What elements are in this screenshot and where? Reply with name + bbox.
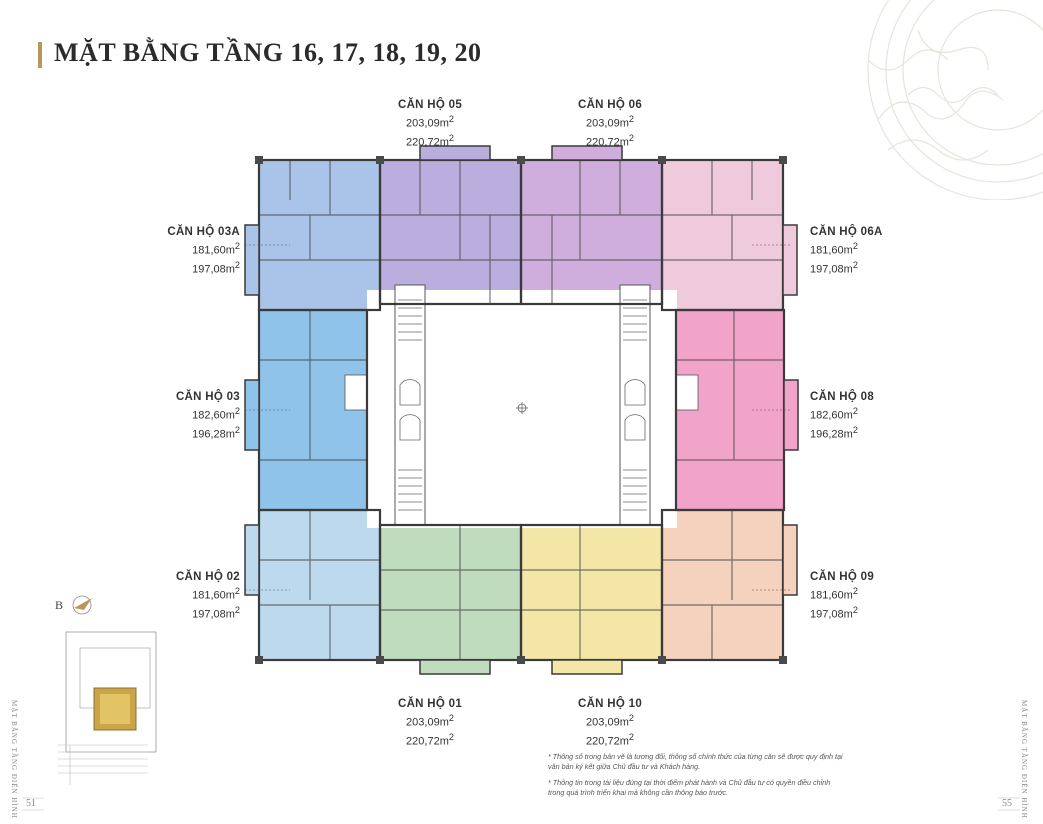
key-plan	[58, 631, 157, 785]
title-accent-bar	[38, 42, 42, 68]
unit-06-area2: 220,72m2	[586, 132, 634, 149]
unit-06A-name: CĂN HỘ 06A	[810, 226, 883, 238]
unit-02-area1: 181,60m2	[192, 586, 240, 602]
unit-10-label: CĂN HỘ 10 203,09m2 220,72m2	[570, 697, 650, 748]
unit-05-area1: 203,09m2	[406, 114, 454, 130]
unit-05-label: CĂN HỘ 05 203,09m2 220,72m2	[390, 98, 470, 149]
unit-06A-area2: 197,08m2	[810, 259, 858, 276]
compass-letter: B	[55, 598, 64, 612]
unit-10-area1: 203,09m2	[586, 713, 634, 729]
unit-06A-area1: 181,60m2	[810, 241, 858, 257]
unit-01-label: CĂN HỘ 01 203,09m2 220,72m2	[390, 697, 470, 748]
unit-08-label: CĂN HỘ 08 182,60m2 196,28m2	[810, 390, 910, 441]
unit-08-area1: 182,60m2	[810, 406, 858, 422]
unit-03-name: CĂN HỘ 03	[175, 391, 240, 403]
unit-02-area2: 197,08m2	[192, 604, 240, 621]
unit-09-label: CĂN HỘ 09 181,60m2 197,08m2	[810, 570, 910, 621]
page-number-left: 51	[26, 798, 36, 809]
unit-03-area2: 196,28m2	[192, 424, 240, 441]
unit-03-label: CĂN HỘ 03 182,60m2 196,28m2	[140, 390, 240, 441]
unit-09-area1: 181,60m2	[810, 586, 858, 602]
unit-06-name: CĂN HỘ 06	[577, 99, 643, 111]
side-text-left: MẶT BẰNG TẦNG ĐIỂN HÌNH	[10, 700, 18, 819]
unit-06A-label: CĂN HỘ 06A 181,60m2 197,08m2	[810, 225, 910, 276]
unit-01-area	[380, 525, 521, 660]
unit-10-area2: 220,72m2	[586, 731, 634, 748]
unit-01-area2: 220,72m2	[406, 731, 454, 748]
page-number-right: 55	[1002, 798, 1012, 809]
disclaimer-note-2: * Thông tin trong tài liệu đúng tại thời…	[548, 778, 831, 797]
compass-icon	[72, 595, 92, 615]
unit-03-area1: 182,60m2	[192, 406, 240, 422]
unit-10-name: CĂN HỘ 10	[577, 698, 643, 710]
unit-09-area2: 197,08m2	[810, 604, 858, 621]
unit-02-name: CĂN HỘ 02	[175, 571, 240, 583]
side-text-right: MẶT BẰNG TẦNG ĐIỂN HÌNH	[1020, 700, 1028, 819]
unit-03A-area1: 181,60m2	[192, 241, 240, 257]
unit-05-name: CĂN HỘ 05	[397, 99, 463, 111]
unit-06-label: CĂN HỘ 06 203,09m2 220,72m2	[570, 98, 650, 149]
unit-06A-area	[662, 160, 783, 310]
unit-02-area	[259, 510, 380, 660]
unit-08-name: CĂN HỘ 08	[810, 391, 875, 403]
unit-01-name: CĂN HỘ 01	[397, 698, 463, 710]
unit-06-area	[521, 160, 662, 304]
unit-10-area	[521, 525, 662, 660]
unit-08-area2: 196,28m2	[810, 424, 858, 441]
unit-05-area2: 220,72m2	[406, 132, 454, 149]
unit-03A-area2: 197,08m2	[192, 259, 240, 276]
page-title: MẶT BẰNG TẦNG 16, 17, 18, 19, 20	[54, 38, 482, 67]
unit-09-area	[662, 510, 783, 660]
unit-01-area1: 203,09m2	[406, 713, 454, 729]
disclaimer-note-1: * Thông số trong bản vẽ là tương đối, th…	[548, 752, 843, 771]
unit-05-area	[380, 160, 521, 304]
ornament-decoration	[867, 0, 1043, 200]
unit-03A-name: CĂN HỘ 03A	[167, 226, 240, 238]
unit-03A-label: CĂN HỘ 03A 181,60m2 197,08m2	[140, 225, 240, 276]
unit-03A-area	[259, 160, 380, 310]
unit-09-name: CĂN HỘ 09	[810, 571, 875, 583]
unit-06-area1: 203,09m2	[586, 114, 634, 130]
unit-02-label: CĂN HỘ 02 181,60m2 197,08m2	[140, 570, 240, 621]
disclaimer-notes: * Thông số trong bản vẽ là tương đối, th…	[548, 752, 848, 804]
